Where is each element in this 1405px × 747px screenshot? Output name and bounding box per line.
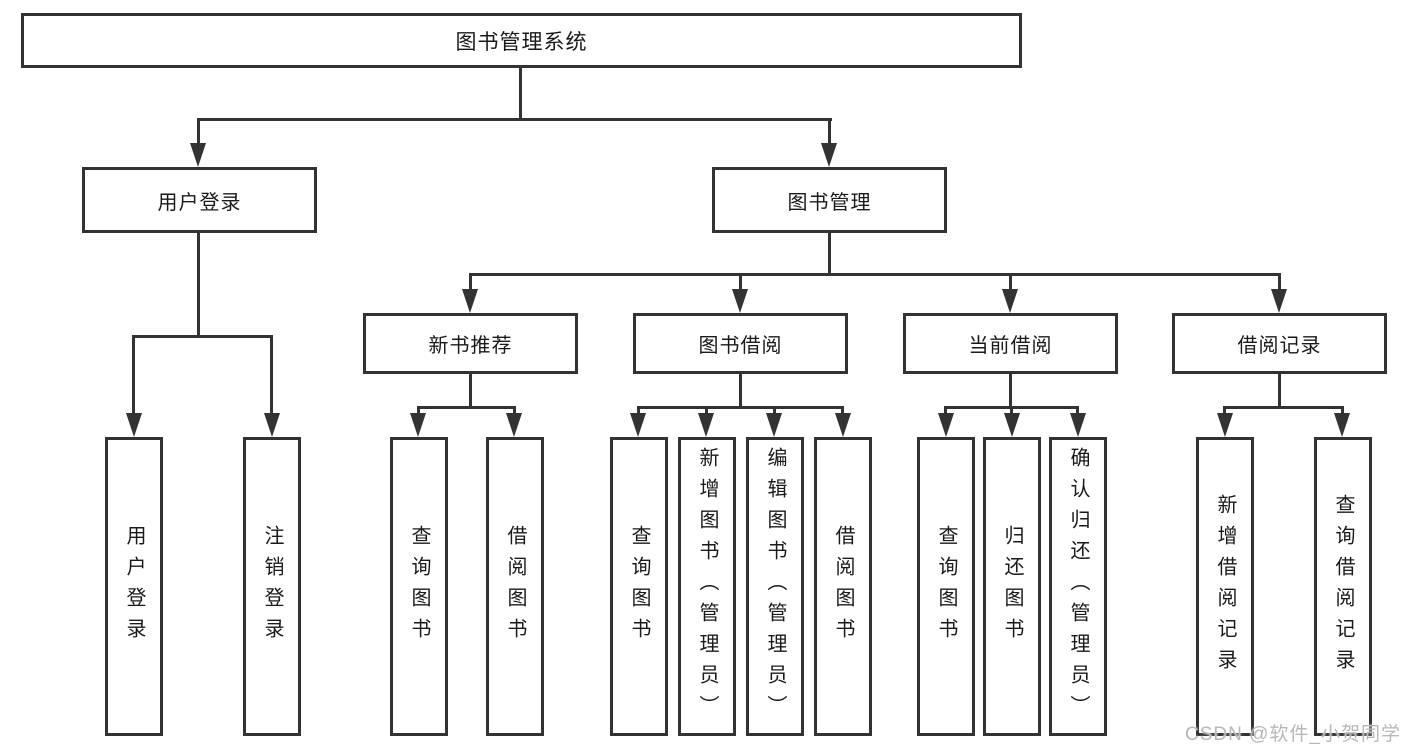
leaf-label: 新增借阅记录 <box>1214 493 1236 680</box>
arrow-down-icon <box>1217 413 1233 437</box>
connector-root-stub <box>519 68 522 118</box>
leaf-edit-book-admin: 编辑图书（管理员） <box>746 437 804 736</box>
connector-current-stub <box>1009 374 1012 406</box>
connector-recommend-branch <box>417 406 516 409</box>
connector-drop-book-borrowing <box>739 273 742 291</box>
node-label: 用户登录 <box>157 191 242 214</box>
connector-drop-new-book-recommend <box>469 273 472 291</box>
leaf-query-books-borrowing: 查询图书 <box>610 437 668 736</box>
node-label: 当前借阅 <box>968 335 1053 357</box>
connector-user-login-branch <box>132 335 273 338</box>
node-book-borrowing: 图书借阅 <box>633 313 848 374</box>
arrow-down-icon <box>1004 413 1020 437</box>
leaf-label: 新增图书（管理员） <box>696 447 718 726</box>
node-label: 借阅记录 <box>1237 335 1322 357</box>
connector-drop <box>1010 406 1013 416</box>
arrow-down-icon <box>126 413 142 437</box>
connector-recommend-stub <box>469 374 472 406</box>
leaf-user-login: 用户登录 <box>105 437 163 736</box>
csdn-watermark: CSDN @软件_小贺同学 <box>1185 724 1401 745</box>
leaf-label: 查询图书 <box>408 524 430 649</box>
leaf-borrow-books-borrowing: 借阅图书 <box>814 437 872 736</box>
node-label: 新书推荐 <box>428 335 513 357</box>
connector-drop <box>513 406 516 416</box>
leaf-query-books-current: 查询图书 <box>917 437 975 736</box>
connector-drop <box>417 406 420 416</box>
arrow-down-icon <box>732 289 748 313</box>
leaf-borrow-books-recommend: 借阅图书 <box>486 437 544 736</box>
node-user-login: 用户登录 <box>82 167 317 233</box>
leaf-label: 查询图书 <box>628 524 650 649</box>
leaf-label: 注销登录 <box>261 524 283 649</box>
arrow-down-icon <box>630 413 646 437</box>
node-label: 图书管理系统 <box>455 30 588 54</box>
node-library-management-system: 图书管理系统 <box>21 13 1022 68</box>
arrow-down-icon <box>938 413 954 437</box>
arrow-down-icon <box>462 289 478 313</box>
leaf-label: 查询借阅记录 <box>1332 493 1354 680</box>
node-book-management: 图书管理 <box>712 167 947 233</box>
connector-drop <box>1223 406 1226 416</box>
arrow-down-icon <box>506 413 522 437</box>
node-current-borrowing: 当前借阅 <box>903 313 1118 374</box>
node-label: 图书管理 <box>787 191 872 214</box>
connector-drop <box>1341 406 1344 416</box>
leaf-label: 编辑图书（管理员） <box>764 447 786 726</box>
connector-drop-leaf-user-login <box>132 335 135 415</box>
connector-drop-leaf-logout <box>270 335 273 415</box>
leaf-label: 用户登录 <box>123 524 145 649</box>
leaf-logout: 注销登录 <box>243 437 301 736</box>
node-label: 图书借阅 <box>698 335 783 357</box>
connector-book-management-stub <box>828 233 831 273</box>
connector-level1-branch <box>197 118 832 121</box>
arrow-down-icon <box>190 143 206 167</box>
arrow-down-icon <box>1070 413 1086 437</box>
leaf-label: 查询图书 <box>935 524 957 649</box>
connector-drop <box>773 406 776 416</box>
connector-borrowing-stub <box>739 374 742 406</box>
leaf-label: 借阅图书 <box>832 524 854 649</box>
leaf-confirm-return-admin: 确认归还（管理员） <box>1049 437 1107 736</box>
leaf-query-books-recommend: 查询图书 <box>390 437 448 736</box>
arrow-down-icon <box>1271 289 1287 313</box>
connector-drop <box>637 406 640 416</box>
arrow-down-icon <box>1334 413 1350 437</box>
leaf-query-borrow-record: 查询借阅记录 <box>1314 437 1372 736</box>
leaf-label: 确认归还（管理员） <box>1067 447 1089 726</box>
leaf-add-borrow-record: 新增借阅记录 <box>1196 437 1254 736</box>
connector-drop <box>841 406 844 416</box>
connector-drop <box>944 406 947 416</box>
leaf-label: 归还图书 <box>1001 524 1023 649</box>
leaf-return-book: 归还图书 <box>983 437 1041 736</box>
connector-drop-book-management <box>828 118 831 146</box>
connector-level3-branch <box>469 273 1281 276</box>
connector-drop-borrow-records <box>1278 273 1281 291</box>
node-new-book-recommend: 新书推荐 <box>363 313 578 374</box>
arrow-down-icon <box>821 143 837 167</box>
arrow-down-icon <box>698 413 714 437</box>
connector-user-login-stub <box>197 233 200 335</box>
connector-drop <box>705 406 708 416</box>
connector-drop-current-borrowing <box>1009 273 1012 291</box>
connector-borrowing-branch <box>637 406 844 409</box>
leaf-add-book-admin: 新增图书（管理员） <box>678 437 736 736</box>
node-borrow-records: 借阅记录 <box>1172 313 1387 374</box>
connector-drop-user-login <box>197 118 200 146</box>
arrow-down-icon <box>410 413 426 437</box>
connector-records-branch <box>1223 406 1343 409</box>
arrow-down-icon <box>264 413 280 437</box>
leaf-label: 借阅图书 <box>504 524 526 649</box>
arrow-down-icon <box>1002 289 1018 313</box>
arrow-down-icon <box>766 413 782 437</box>
connector-records-stub <box>1278 374 1281 406</box>
connector-drop <box>1076 406 1079 416</box>
arrow-down-icon <box>835 413 851 437</box>
